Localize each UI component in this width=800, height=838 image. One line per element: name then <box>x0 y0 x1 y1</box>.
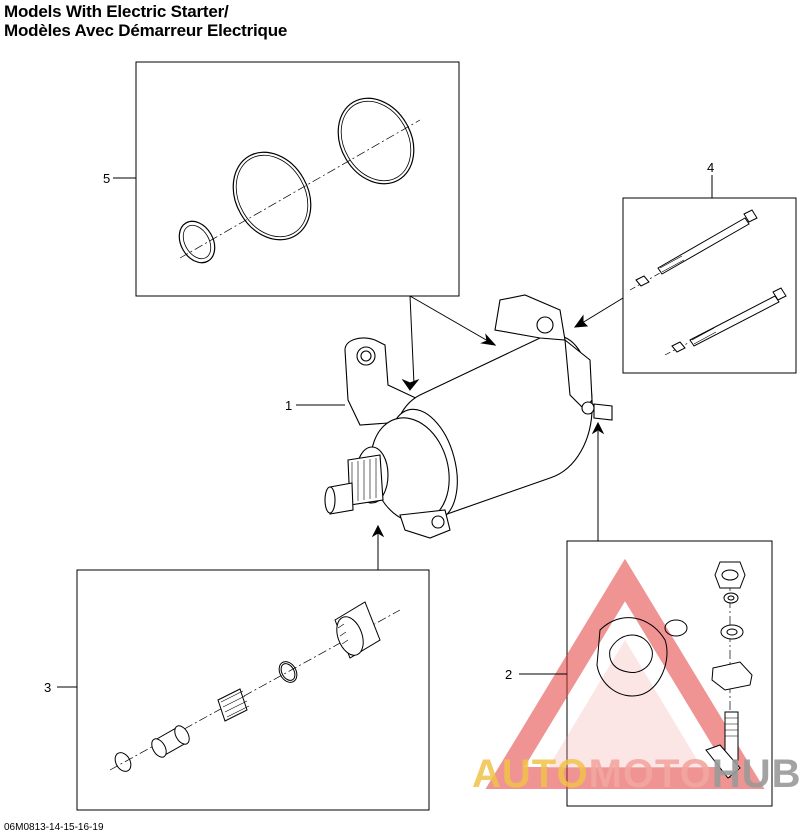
watermark-auto: AUTO <box>472 752 589 796</box>
callout-4: 4 <box>707 160 715 175</box>
watermark-triangle <box>485 558 765 789</box>
callout-3: 3 <box>44 680 52 695</box>
callout-2: 2 <box>505 667 513 682</box>
title-line-english: Models With Electric Starter/ <box>4 2 229 21</box>
callout-1: 1 <box>285 398 293 413</box>
drive-assembly-drawing <box>109 601 401 772</box>
detail-box-5 <box>135 61 460 297</box>
watermark-hub: HUB <box>711 752 800 796</box>
title-line-french: Modèles Avec Démarreur Electrique <box>4 21 288 40</box>
callout-5: 5 <box>103 171 111 186</box>
o-rings-drawing <box>178 97 421 264</box>
hardware-drawing <box>596 561 753 780</box>
starter-motor-drawing <box>324 294 613 539</box>
detail-box-3 <box>76 569 430 811</box>
drawing-code: 06M0813-14-15-16-19 <box>4 822 104 833</box>
watermark-moto: MOTO <box>588 752 712 796</box>
bolts-drawing <box>629 209 787 356</box>
page-title: Models With Electric Starter/ Modèles Av… <box>4 2 287 40</box>
detail-box-4 <box>622 197 797 374</box>
watermark-logo: AUTOMOTOHUB <box>472 754 800 794</box>
